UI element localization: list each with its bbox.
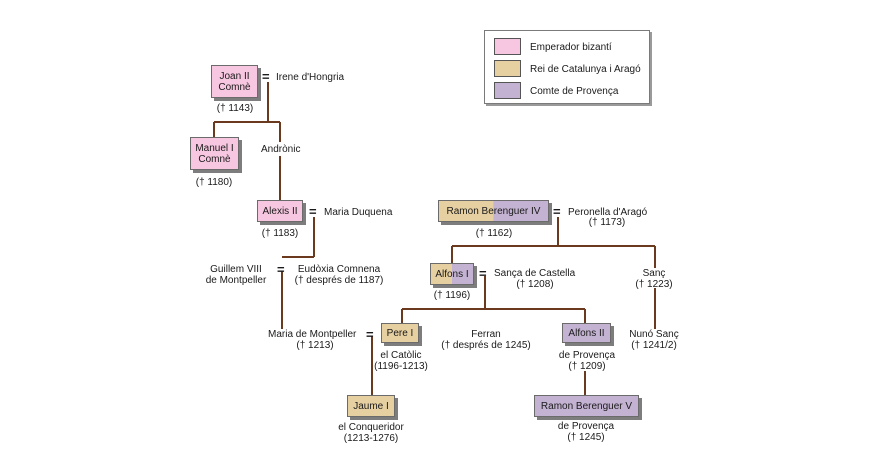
marriage-symbol: =	[366, 327, 374, 342]
legend-label-king: Rei de Catalunya i Aragó	[530, 64, 641, 75]
person-box-alexis-ii: Alexis II	[257, 200, 303, 222]
person-name-peronella: Peronella d'Aragó	[568, 207, 648, 218]
person-epithet-jaume-i: el Conqueridor	[338, 422, 404, 433]
marriage-symbol: =	[277, 262, 285, 277]
person-name-ramon-berenguer-v: Ramon Berenguer V	[540, 400, 633, 412]
person-name-andronic: Andrònic	[261, 144, 301, 155]
person-name-eudoxia: Eudòxia Comnena	[297, 264, 381, 275]
person-dates-ferran: († després de 1245)	[441, 340, 531, 351]
person-title-ramon-berenguer-v: de Provença	[557, 421, 615, 432]
marriage-symbol: =	[309, 204, 317, 219]
legend-swatch-emperor	[494, 38, 521, 55]
person-name-sanca: Sança de Castella	[494, 268, 576, 279]
person-box-jaume-i: Jaume I	[347, 395, 395, 417]
person-name-jaume-i: Jaume I	[353, 400, 389, 412]
person-name-maria-duquena: Maria Duquena	[324, 207, 393, 218]
person-name-maria-montpeller: Maria de Montpeller	[268, 329, 357, 340]
person-box-ramon-berenguer-v: Ramon Berenguer V	[534, 395, 639, 417]
person-dates-alfons-ii: († 1209)	[568, 361, 606, 372]
person-name-manuel-i: Manuel I	[195, 142, 234, 154]
person-box-alfons-i: Alfons I	[430, 263, 474, 285]
person-dates-maria-montpeller: († 1213)	[296, 340, 334, 351]
marriage-symbol: =	[479, 266, 487, 281]
legend-label-emperor: Emperador bizantí	[530, 42, 612, 53]
person-dates-ramon-berenguer-iv: († 1162)	[475, 228, 513, 239]
person-dates-pere-i: (1196-1213)	[374, 361, 428, 372]
family-connectors	[213, 82, 656, 395]
person-box-ramon-berenguer-iv: Ramon Berenguer IV	[438, 200, 549, 222]
person-dates-alexis-ii: († 1183)	[261, 228, 299, 239]
person-name2-joan-ii: Comnè	[218, 81, 251, 93]
person-epithet-pere-i: el Catòlic	[380, 350, 422, 361]
person-box-alfons-ii: Alfons II	[562, 323, 611, 343]
person-dates-nuno-sanc: († 1241/2)	[631, 340, 677, 351]
person-name-guillem-viii: Guillem VIII	[210, 264, 262, 275]
person-dates-manuel-i: († 1180)	[195, 177, 233, 188]
person-dates-eudoxia: († després de 1187)	[294, 275, 384, 286]
person-name-alexis-ii: Alexis II	[262, 205, 298, 217]
person-dates-peronella: († 1173)	[588, 217, 626, 228]
person-name-sanc: Sanç	[642, 268, 666, 279]
person-name-alfons-i: Alfons I	[435, 268, 469, 280]
person-name-pere-i: Pere I	[386, 327, 414, 339]
person-name-nuno-sanc: Nunó Sanç	[629, 329, 679, 340]
person-box-joan-ii: Joan II Comnè	[211, 65, 258, 98]
person-dates-joan-ii: († 1143)	[216, 103, 254, 114]
person-name-joan-ii: Joan II	[219, 70, 250, 82]
person-box-pere-i: Pere I	[381, 323, 419, 343]
marriage-symbol: =	[553, 204, 561, 219]
person-name-irene: Irene d'Hongria	[276, 72, 345, 83]
person-name-ferran: Ferran	[471, 329, 501, 340]
legend-swatch-count	[494, 82, 521, 99]
person-box-manuel-i: Manuel I Comnè	[190, 137, 239, 170]
person-name2-manuel-i: Comnè	[198, 153, 231, 165]
person-dates-jaume-i: (1213-1276)	[343, 433, 399, 444]
person-dates-sanc: († 1223)	[635, 279, 673, 290]
person-name-ramon-berenguer-iv: Ramon Berenguer IV	[446, 205, 541, 217]
legend-swatch-king	[494, 60, 521, 77]
person-dates-alfons-i: († 1196)	[433, 290, 471, 301]
person-title-alfons-ii: de Provença	[558, 350, 616, 361]
marriage-symbol: =	[262, 69, 270, 84]
person-name2-guillem-viii: de Montpeller	[205, 275, 267, 286]
person-name-alfons-ii: Alfons II	[568, 327, 605, 339]
legend: Emperador bizantí Rei de Catalunya i Ara…	[484, 30, 650, 104]
person-dates-ramon-berenguer-v: († 1245)	[567, 432, 605, 443]
person-dates-sanca: († 1208)	[516, 279, 554, 290]
legend-label-count: Comte de Provença	[530, 86, 619, 97]
